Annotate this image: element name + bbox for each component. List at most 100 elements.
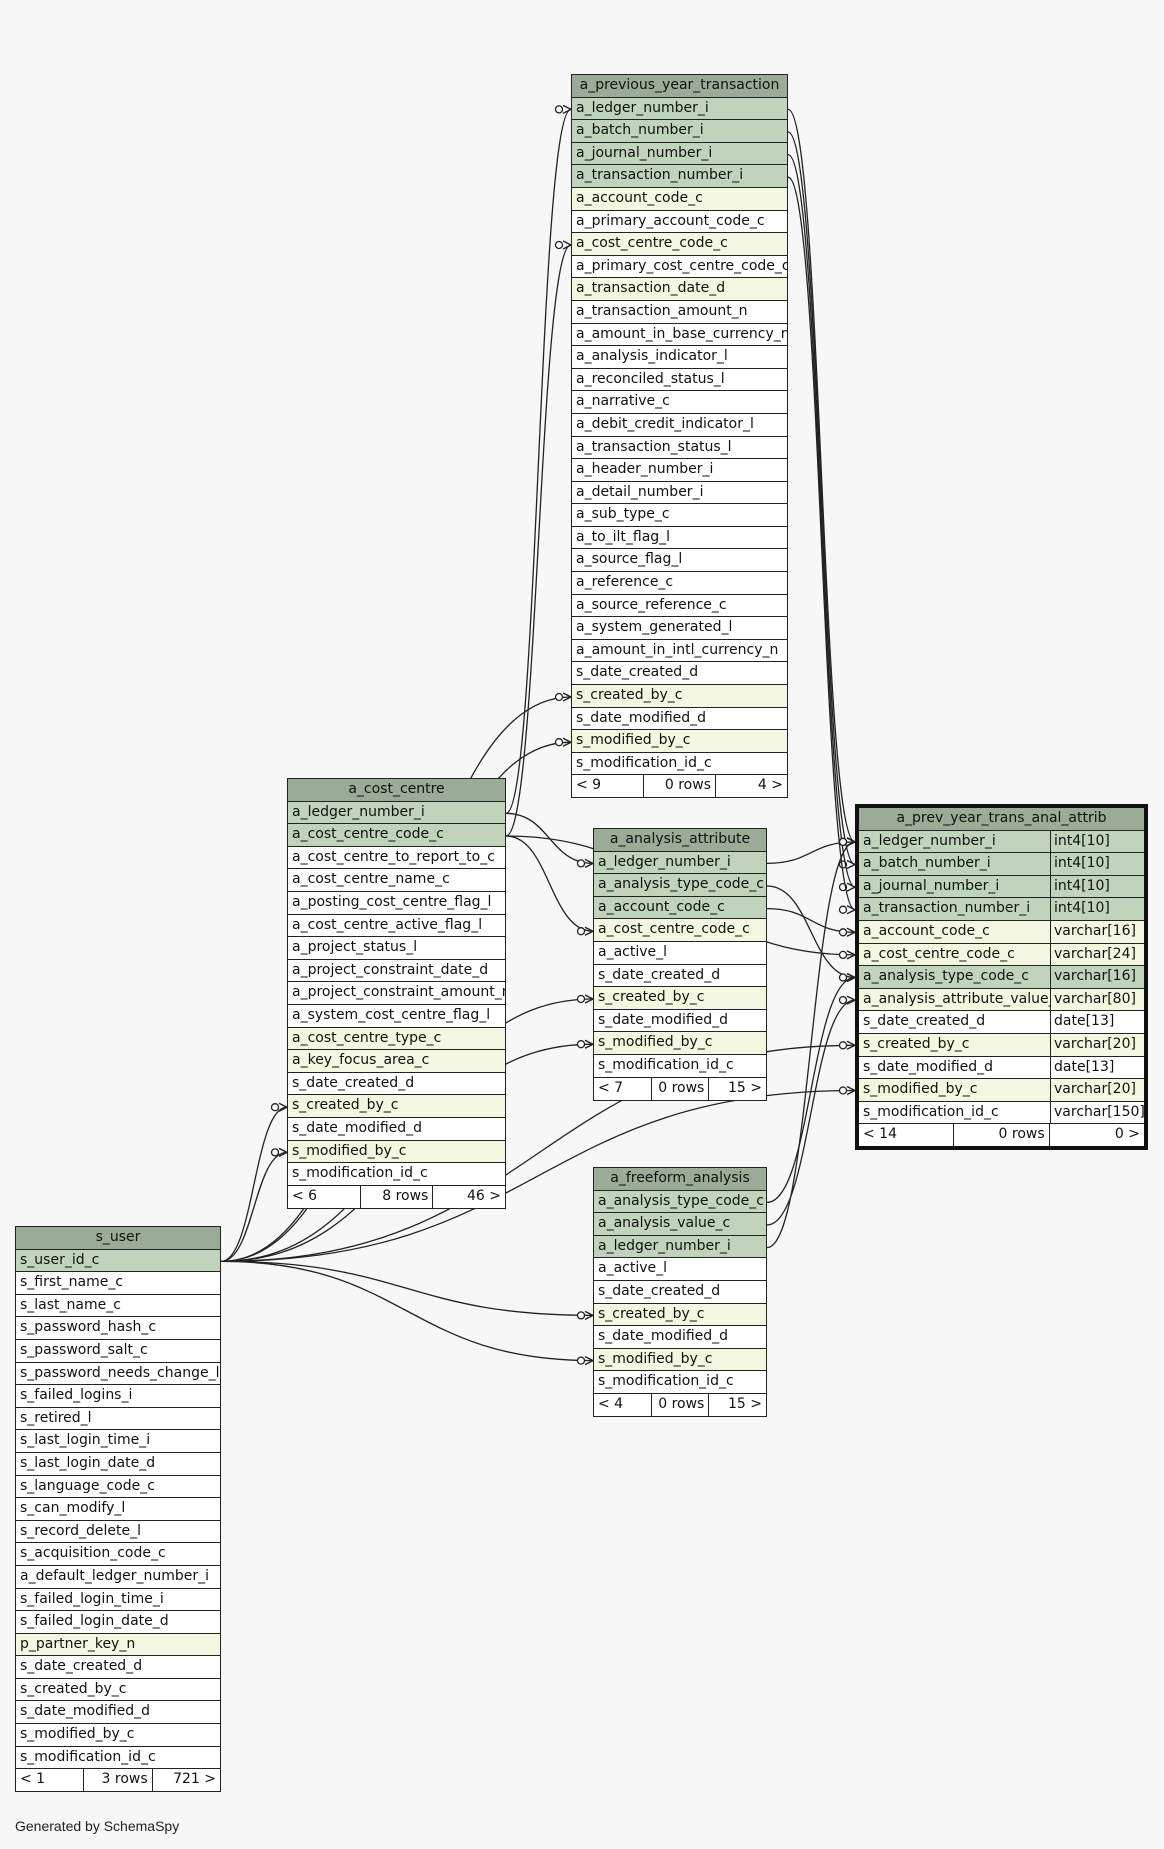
- column-row[interactable]: s_record_delete_l: [16, 1520, 220, 1544]
- column-row[interactable]: s_can_modify_l: [16, 1498, 220, 1521]
- parents-count[interactable]: < 4: [594, 1393, 652, 1416]
- column-row[interactable]: s_last_name_c: [16, 1294, 220, 1318]
- children-count[interactable]: 15 >: [728, 1395, 763, 1412]
- column-row[interactable]: a_analysis_type_code_c: [594, 1190, 766, 1214]
- column-row[interactable]: s_modification_id_c: [594, 1371, 766, 1394]
- column-row[interactable]: s_modification_id_c: [572, 752, 787, 776]
- column-row[interactable]: s_date_created_d: [594, 964, 766, 988]
- column-row[interactable]: s_failed_login_date_d: [16, 1611, 220, 1634]
- column-row[interactable]: a_transaction_amount_n: [572, 300, 787, 324]
- column-row[interactable]: a_analysis_type_code_c: [594, 874, 766, 897]
- column-row[interactable]: a_transaction_date_d: [572, 278, 787, 301]
- column-row[interactable]: s_retired_l: [16, 1407, 220, 1431]
- column-row[interactable]: s_modification_id_c: [594, 1054, 766, 1078]
- column-row[interactable]: a_primary_cost_centre_code_c: [572, 255, 787, 279]
- table-title[interactable]: a_freeform_analysis: [594, 1168, 766, 1191]
- column-row[interactable]: a_source_flag_l: [572, 549, 787, 573]
- column-row[interactable]: s_modification_id_c: [16, 1746, 220, 1770]
- children-count[interactable]: 15 >: [728, 1079, 763, 1096]
- column-row[interactable]: p_partner_key_n: [16, 1633, 220, 1657]
- column-row[interactable]: a_cost_centre_code_c: [594, 919, 766, 942]
- column-row[interactable]: s_date_created_d: [16, 1656, 220, 1679]
- table-title[interactable]: s_user: [16, 1227, 220, 1250]
- column-row[interactable]: a_project_constraint_date_d: [288, 959, 505, 983]
- column-row[interactable]: a_batch_number_i: [572, 120, 787, 143]
- column-row[interactable]: a_system_cost_centre_flag_l: [288, 1004, 505, 1028]
- children-count[interactable]: 721 >: [173, 1771, 216, 1788]
- parents-count[interactable]: < 7: [594, 1077, 652, 1100]
- column-row[interactable]: a_ledger_number_i: [594, 851, 766, 875]
- column-row[interactable]: s_date_created_d: [572, 662, 787, 686]
- column-row[interactable]: a_narrative_c: [572, 391, 787, 414]
- column-row[interactable]: s_date_modified_d: [572, 707, 787, 731]
- column-row[interactable]: a_cost_centre_name_c: [288, 869, 505, 892]
- column-row[interactable]: s_date_created_d: [288, 1072, 505, 1096]
- column-row[interactable]: s_created_by_c: [288, 1095, 505, 1118]
- column-row[interactable]: a_debit_credit_indicator_l: [572, 413, 787, 437]
- column-row[interactable]: a_sub_type_c: [572, 504, 787, 527]
- column-row[interactable]: a_active_l: [594, 1258, 766, 1281]
- column-row[interactable]: s_language_code_c: [16, 1475, 220, 1499]
- column-row[interactable]: s_acquisition_code_c: [16, 1543, 220, 1566]
- children-count[interactable]: 4 >: [757, 777, 783, 794]
- parents-count[interactable]: < 6: [288, 1185, 361, 1208]
- column-row[interactable]: a_journal_number_i: [572, 142, 787, 166]
- children-count[interactable]: 0 >: [1114, 1126, 1140, 1143]
- column-row[interactable]: a_ledger_number_i: [572, 97, 787, 121]
- table-title[interactable]: a_cost_centre: [288, 779, 505, 802]
- column-row[interactable]: s_date_modified_d: [16, 1701, 220, 1725]
- column-row[interactable]: s_first_name_c: [16, 1272, 220, 1295]
- column-row[interactable]: a_cost_centre_to_report_to_c: [288, 846, 505, 870]
- column-row[interactable]: s_password_needs_change_l: [16, 1362, 220, 1386]
- column-row[interactable]: s_created_by_c: [572, 685, 787, 708]
- column-row[interactable]: a_analysis_indicator_l: [572, 346, 787, 369]
- parents-count[interactable]: < 14: [859, 1124, 955, 1147]
- column-row[interactable]: s_modified_by_c: [594, 1348, 766, 1372]
- table-title[interactable]: a_previous_year_transaction: [572, 75, 787, 98]
- parents-count[interactable]: < 9: [572, 775, 644, 798]
- column-row[interactable]: s_last_login_time_i: [16, 1430, 220, 1453]
- column-row[interactable]: a_active_l: [594, 941, 766, 965]
- column-row[interactable]: a_ledger_number_i: [288, 801, 505, 825]
- column-row[interactable]: s_modification_id_c: [288, 1163, 505, 1186]
- column-row[interactable]: s_date_modified_d: [594, 1326, 766, 1349]
- column-row[interactable]: s_failed_login_time_i: [16, 1588, 220, 1612]
- column-row[interactable]: a_amount_in_base_currency_n: [572, 323, 787, 347]
- column-row[interactable]: s_user_id_c: [16, 1249, 220, 1273]
- column-row[interactable]: s_modified_by_c: [288, 1140, 505, 1164]
- column-row[interactable]: s_date_created_d: [594, 1280, 766, 1304]
- column-row[interactable]: a_transaction_number_i: [572, 165, 787, 188]
- column-row[interactable]: a_transaction_status_l: [572, 436, 787, 460]
- column-row[interactable]: a_account_code_c: [594, 896, 766, 920]
- column-row[interactable]: s_failed_logins_i: [16, 1385, 220, 1408]
- column-row[interactable]: s_modified_by_c: [594, 1032, 766, 1055]
- column-row[interactable]: s_created_by_c: [16, 1678, 220, 1702]
- column-row[interactable]: a_account_code_c: [572, 187, 787, 211]
- column-row[interactable]: a_ledger_number_i: [594, 1235, 766, 1259]
- column-row[interactable]: a_reconciled_status_l: [572, 368, 787, 392]
- column-row[interactable]: a_default_ledger_number_i: [16, 1565, 220, 1589]
- column-row[interactable]: a_source_reference_c: [572, 594, 787, 618]
- column-row[interactable]: s_modified_by_c: [16, 1724, 220, 1747]
- column-row[interactable]: s_date_modified_d: [288, 1117, 505, 1141]
- column-row[interactable]: a_key_focus_area_c: [288, 1050, 505, 1073]
- children-count[interactable]: 46 >: [467, 1187, 502, 1204]
- column-row[interactable]: a_cost_centre_type_c: [288, 1027, 505, 1051]
- parents-count[interactable]: < 1: [16, 1769, 85, 1792]
- table-title[interactable]: a_prev_year_trans_anal_attrib: [859, 808, 1144, 831]
